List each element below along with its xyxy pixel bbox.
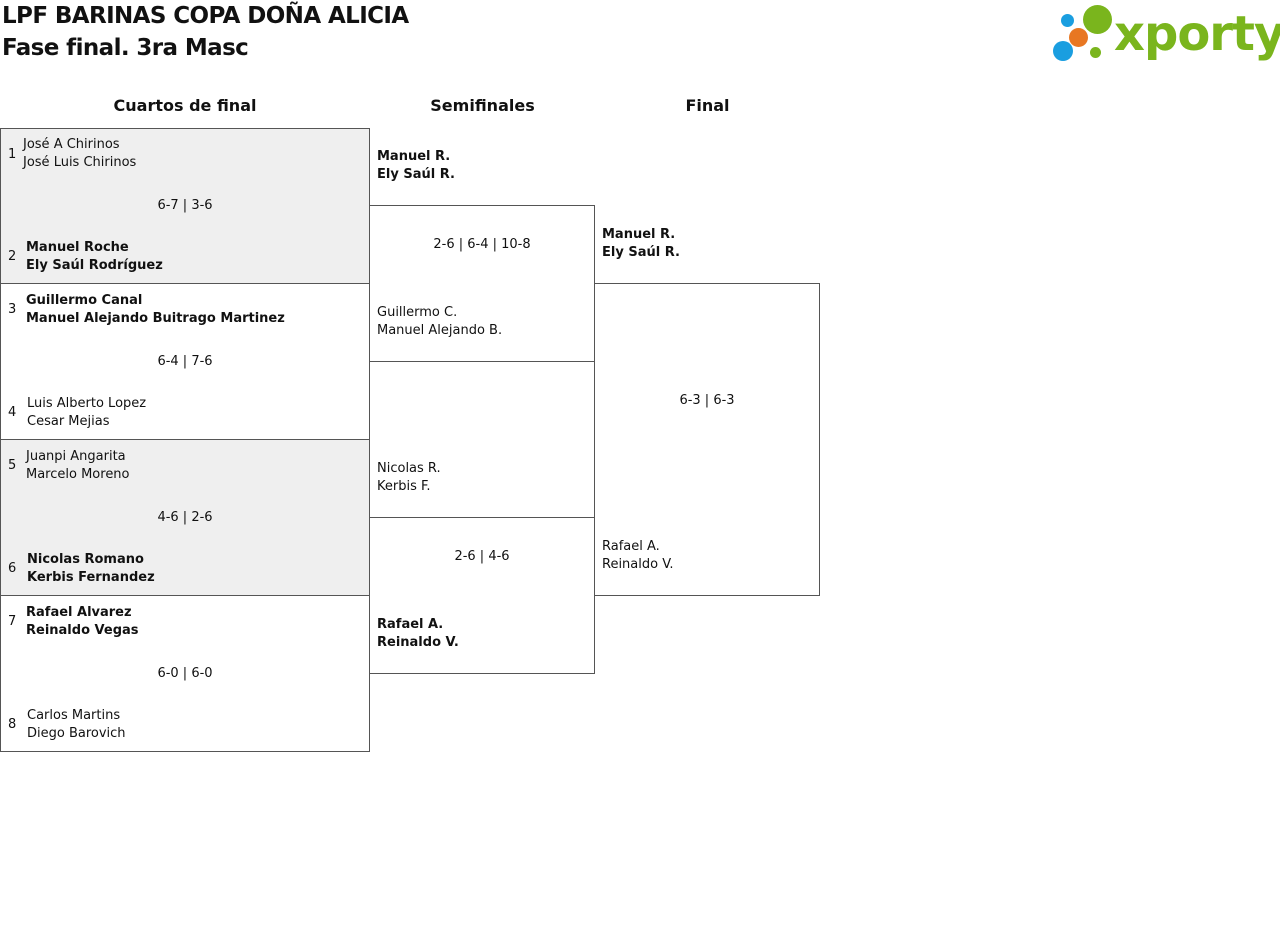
player-name: Juanpi Angarita	[26, 449, 126, 464]
player-name: Nicolas R.	[377, 461, 441, 476]
tournament-title: LPF BARINAS COPA DOÑA ALICIA	[2, 3, 409, 29]
semifinal-match-2[interactable]: 2-6 | 4-6 Rafael A. Reinaldo V.	[369, 517, 595, 674]
player-name: Manuel Alejando B.	[377, 323, 503, 338]
seed-number: 6	[8, 561, 17, 576]
xporty-logo[interactable]: xporty	[1050, 4, 1280, 66]
team-entry-winner[interactable]: Manuel R. Ely Saúl R.	[602, 226, 680, 262]
team-entry[interactable]: Luis Alberto Lopez Cesar Mejias	[27, 395, 146, 431]
player-name: Reinaldo V.	[377, 635, 459, 650]
final-match[interactable]: 6-3 | 6-3 Rafael A. Reinaldo V.	[594, 283, 820, 596]
quarterfinal-match-2[interactable]: 3 Guillermo Canal Manuel Alejando Buitra…	[0, 283, 370, 440]
seed-number: 7	[8, 614, 17, 629]
round-header-semis: Semifinales	[430, 96, 535, 115]
semifinal-match-1[interactable]: 2-6 | 6-4 | 10-8 Guillermo C. Manuel Ale…	[369, 205, 595, 362]
seed-number: 3	[8, 302, 17, 317]
team-entry[interactable]: Juanpi Angarita Marcelo Moreno	[26, 448, 130, 484]
player-name: Marcelo Moreno	[26, 467, 130, 482]
player-name: Ely Saúl R.	[377, 167, 455, 182]
player-name: Guillermo Canal	[26, 293, 143, 308]
player-name: Carlos Martins	[27, 708, 121, 723]
team-entry[interactable]: Carlos Martins Diego Barovich	[27, 707, 126, 743]
team-entry-winner[interactable]: Rafael Alvarez Reinaldo Vegas	[26, 604, 139, 640]
player-name: José Luis Chirinos	[23, 155, 137, 170]
quarterfinal-match-1[interactable]: 1 José A Chirinos José Luis Chirinos 6-7…	[0, 128, 370, 284]
player-name: Ely Saúl Rodríguez	[26, 258, 163, 273]
team-entry[interactable]: Nicolas R. Kerbis F.	[377, 460, 441, 496]
quarterfinal-match-3[interactable]: 5 Juanpi Angarita Marcelo Moreno 4-6 | 2…	[0, 439, 370, 596]
match-score: 6-0 | 6-0	[157, 666, 213, 681]
player-name: Reinaldo Vegas	[26, 623, 139, 638]
player-name: Cesar Mejias	[27, 414, 110, 429]
match-score: 6-3 | 6-3	[679, 393, 735, 408]
match-score: 6-7 | 3-6	[157, 198, 213, 213]
logo-wordmark: xporty	[1114, 6, 1280, 62]
logo-dot-green	[1083, 5, 1112, 34]
player-name: Guillermo C.	[377, 305, 458, 320]
round-header-final: Final	[685, 96, 730, 115]
team-entry[interactable]: Rafael A. Reinaldo V.	[602, 538, 674, 574]
logo-dot-orange	[1069, 28, 1088, 47]
team-entry-winner[interactable]: Nicolas Romano Kerbis Fernandez	[27, 551, 155, 587]
player-name: Ely Saúl R.	[602, 245, 680, 260]
team-entry-winner[interactable]: Rafael A. Reinaldo V.	[377, 616, 459, 652]
team-entry[interactable]: Guillermo C. Manuel Alejando B.	[377, 304, 502, 340]
player-name: Manuel R.	[377, 149, 451, 164]
seed-number: 4	[8, 405, 17, 420]
match-score: 6-4 | 7-6	[157, 354, 213, 369]
player-name: Rafael A.	[377, 617, 444, 632]
seed-number: 8	[8, 717, 17, 732]
logo-dot-blue-small	[1061, 14, 1074, 27]
tournament-subtitle: Fase final. 3ra Masc	[2, 35, 249, 61]
logo-dot-blue	[1053, 41, 1073, 61]
player-name: Rafael Alvarez	[26, 605, 132, 620]
player-name: Manuel Alejando Buitrago Martinez	[26, 311, 285, 326]
player-name: Rafael A.	[602, 539, 660, 554]
player-name: Reinaldo V.	[602, 557, 674, 572]
seed-number: 5	[8, 458, 17, 473]
seed-number: 1	[8, 147, 17, 162]
team-entry-winner[interactable]: Manuel Roche Ely Saúl Rodríguez	[26, 239, 163, 275]
match-score: 4-6 | 2-6	[157, 510, 213, 525]
team-entry[interactable]: José A Chirinos José Luis Chirinos	[23, 136, 136, 172]
player-name: Kerbis F.	[377, 479, 431, 494]
logo-dot-green-small	[1090, 47, 1101, 58]
player-name: Manuel R.	[602, 227, 676, 242]
match-score: 2-6 | 4-6	[454, 549, 510, 564]
team-entry-winner[interactable]: Manuel R. Ely Saúl R.	[377, 148, 455, 184]
quarterfinal-match-4[interactable]: 7 Rafael Alvarez Reinaldo Vegas 6-0 | 6-…	[0, 595, 370, 752]
player-name: Diego Barovich	[27, 726, 126, 741]
player-name: Nicolas Romano	[27, 552, 144, 567]
match-score: 2-6 | 6-4 | 10-8	[433, 237, 531, 252]
round-header-quarters: Cuartos de final	[113, 96, 257, 115]
player-name: Kerbis Fernandez	[27, 570, 155, 585]
player-name: Manuel Roche	[26, 240, 129, 255]
player-name: Luis Alberto Lopez	[27, 396, 147, 411]
seed-number: 2	[8, 249, 17, 264]
player-name: José A Chirinos	[23, 137, 120, 152]
team-entry-winner[interactable]: Guillermo Canal Manuel Alejando Buitrago…	[26, 292, 285, 328]
